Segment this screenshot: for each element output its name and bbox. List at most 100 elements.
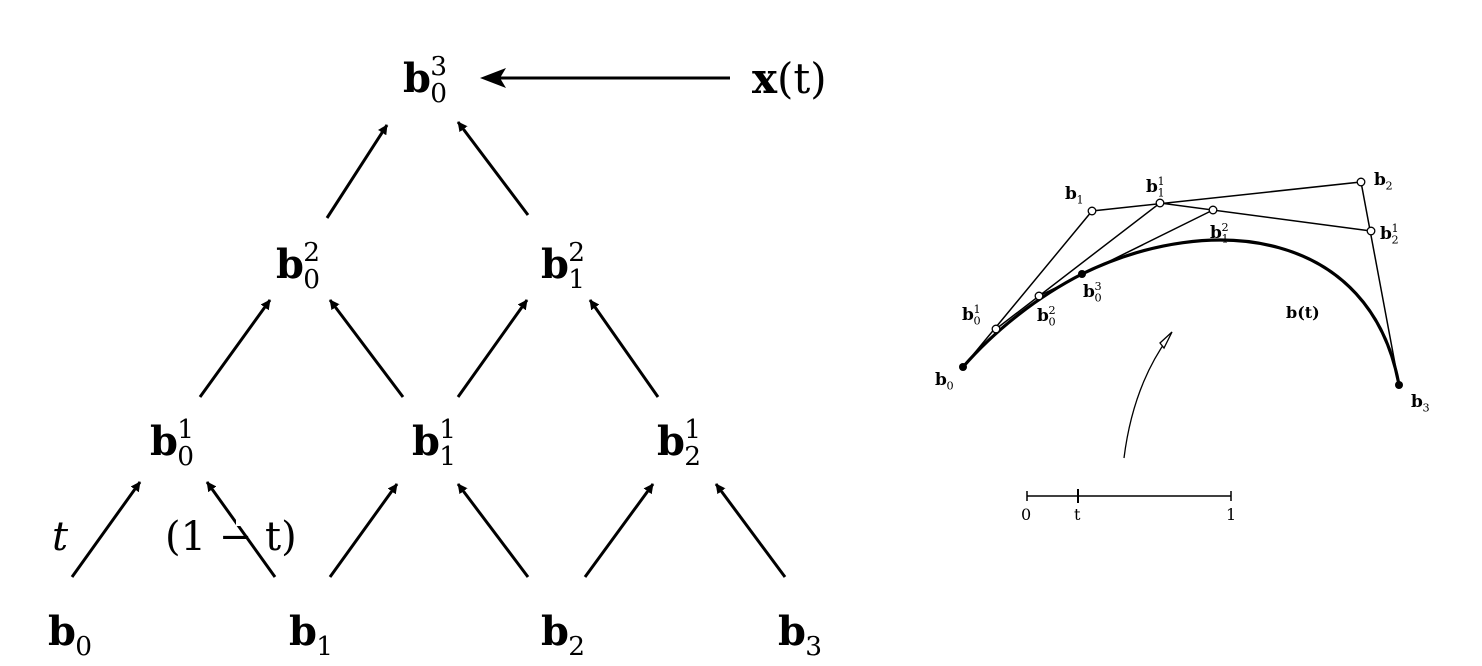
node-superscript: 1 <box>1392 222 1399 235</box>
node-base: b <box>657 418 685 465</box>
scheme-arrow <box>328 483 399 578</box>
node-subscript: 2 <box>1392 233 1399 246</box>
node-subscript: 0 <box>177 441 194 472</box>
scheme-arrow <box>198 299 272 398</box>
construction-polygons <box>959 177 1403 389</box>
node-subscript: 0 <box>1049 315 1056 328</box>
curve-label: b(t) <box>1286 303 1320 322</box>
scheme-arrow <box>714 483 787 578</box>
open-point-b01 <box>991 324 1001 334</box>
node-base: b <box>1146 177 1158 197</box>
node-subscript: 0 <box>75 631 92 662</box>
node-base: b <box>1065 184 1077 204</box>
node-subscript: 1 <box>568 264 585 295</box>
node-base: b <box>403 55 431 102</box>
open-point-b12 <box>1208 205 1218 215</box>
node-superscript: 1 <box>439 414 456 445</box>
bezier-curve <box>961 238 1401 386</box>
output-label: x(t) <box>752 54 827 103</box>
node-subscript: 3 <box>1423 401 1430 414</box>
scheme-arrow <box>325 124 389 219</box>
node-base: b <box>541 241 569 288</box>
open-point-b2 <box>1356 177 1366 187</box>
filled-point-b03 <box>1078 270 1086 278</box>
node-base: b <box>1411 392 1423 412</box>
scheme-arrow <box>70 481 142 578</box>
filled-point-b0 <box>959 363 967 371</box>
node-base: b <box>1037 306 1049 326</box>
node-subscript: 0 <box>974 314 981 327</box>
axis-label-t: t <box>1074 505 1081 524</box>
node-base: b <box>778 608 806 655</box>
node-subscript: 1 <box>316 631 333 662</box>
node-subscript: 2 <box>1386 179 1393 192</box>
node-base: b <box>935 370 947 390</box>
scheme-arrow <box>456 483 530 578</box>
scheme-arrow <box>456 121 530 216</box>
node-superscript: 1 <box>177 414 194 445</box>
node-subscript: 1 <box>1077 193 1084 206</box>
node-superscript: 2 <box>1049 304 1056 317</box>
open-point-b11 <box>1155 198 1165 208</box>
open-point-b1 <box>1087 206 1097 216</box>
node-base: b <box>150 418 178 465</box>
parameter-map-arrow <box>1123 337 1169 459</box>
node-subscript: 0 <box>947 379 954 392</box>
node-subscript: 3 <box>805 631 822 662</box>
node-base: b <box>48 608 76 655</box>
node-base: b <box>1210 223 1222 243</box>
node-superscript: 3 <box>1095 280 1102 293</box>
node-subscript: 1 <box>1222 232 1229 245</box>
node-subscript: 1 <box>1158 186 1165 199</box>
node-superscript: 1 <box>974 303 981 316</box>
axis-label-start: 0 <box>1021 505 1031 524</box>
node-subscript: 2 <box>568 631 585 662</box>
open-point-b02 <box>1034 291 1044 301</box>
node-superscript: 2 <box>1222 221 1229 234</box>
scheme-arrow <box>583 483 655 578</box>
node-base: b <box>276 241 304 288</box>
node-base: b <box>1083 282 1095 302</box>
parameter-arrow-head-icon <box>1159 331 1173 350</box>
axis-label-end: 1 <box>1226 505 1236 524</box>
node-subscript: 0 <box>430 78 447 109</box>
scheme-arrow <box>456 299 529 398</box>
open-point-b21 <box>1366 226 1376 236</box>
node-base: b <box>1374 170 1386 190</box>
node-superscript: 2 <box>568 237 585 268</box>
node-base: b <box>289 608 317 655</box>
weight-t-label: t <box>52 514 69 560</box>
node-superscript: 1 <box>684 414 701 445</box>
node-superscript: 3 <box>430 51 447 82</box>
node-subscript: 1 <box>439 441 456 472</box>
node-base: b <box>412 418 440 465</box>
control-polygon <box>962 181 1400 386</box>
node-superscript: 2 <box>303 237 320 268</box>
node-subscript: 0 <box>303 264 320 295</box>
scheme-arrow <box>205 481 277 578</box>
scheme-arrow <box>328 299 405 398</box>
node-subscript: 2 <box>684 441 701 472</box>
